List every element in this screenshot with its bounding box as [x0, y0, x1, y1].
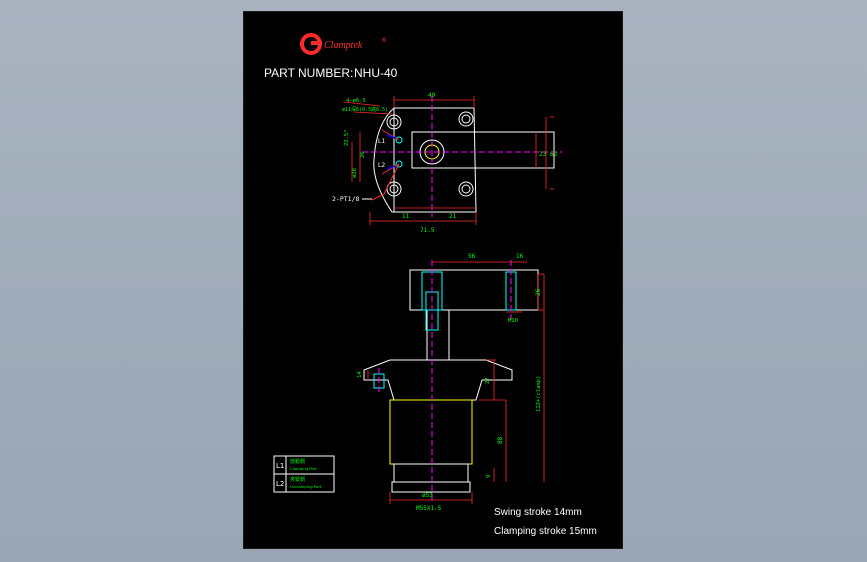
dim-h-62: 62 [550, 151, 558, 158]
dim-side-26: 26 [360, 151, 366, 158]
legend-row1-code: L1 [276, 462, 284, 470]
legend-row2-cn: 夾緊側 [290, 476, 305, 483]
top-view [373, 107, 555, 213]
dim-side-9: 9 [486, 475, 492, 478]
port-l1-label: L1 [378, 138, 385, 145]
dim-thread: M55X1.5 [416, 505, 442, 512]
side-view-fasteners [373, 271, 517, 389]
side-view [363, 269, 539, 493]
note-clamping-stroke: Clamping stroke 15mm [494, 526, 597, 537]
dim-w-11: 11 [402, 213, 410, 220]
port-leaders [371, 129, 400, 201]
dim-counterbore: ø11深6(0.5底6.5) [342, 106, 388, 113]
legend-row2-en: Unclamping Port [290, 484, 322, 489]
dim-side-16: 16 [516, 253, 524, 260]
dim-side-56: 56 [468, 253, 476, 260]
port-legend [273, 455, 335, 493]
logo-mark-bar [311, 41, 322, 45]
dim-side-26: 26 [535, 288, 542, 296]
dim-side-27: 27 [485, 377, 491, 384]
dim-side-28: ø28 [352, 168, 358, 178]
port-callout: 2-PT1/8 [332, 195, 359, 203]
legend-row2-code: L2 [276, 480, 284, 488]
dim-holes: 4-ø6.5 [346, 98, 366, 104]
dim-side-88: 88 [497, 436, 504, 444]
logo-name: Clamptek [324, 40, 363, 51]
dim-overall-71: 71.5 [420, 227, 435, 234]
legend-row1-en: Clamping Port [290, 466, 317, 471]
top-view-centerlines [362, 96, 562, 217]
dim-side-m10: M10 [508, 318, 518, 324]
logo: Clamptek ® [300, 33, 387, 55]
side-view-centerlines [378, 260, 512, 500]
port-l2-label: L2 [378, 162, 385, 169]
side-view-dimensions [367, 261, 545, 504]
drawing-sheet: Clamptek ® PART NUMBER: NHU-40 L [244, 12, 622, 548]
dim-width-40: 40 [428, 92, 436, 99]
part-number-value: NHU-40 [354, 66, 398, 80]
dim-stroke-total: 112+(clamp) [536, 376, 542, 412]
dim-w-21: 21 [449, 213, 457, 220]
port-markers [386, 134, 396, 170]
dim-h-23: 23 [539, 151, 547, 158]
legend-row1-cn: 放鬆側 [290, 458, 305, 465]
dim-side-53: ø53 [422, 492, 433, 499]
logo-registered: ® [381, 37, 387, 44]
note-swing-stroke: Swing stroke 14mm [494, 507, 582, 518]
top-view-dimensions [343, 96, 554, 225]
dim-angle-22: 22.5° [344, 129, 350, 146]
dim-side-14: 14 [357, 371, 363, 378]
part-number-label: PART NUMBER: [264, 66, 353, 80]
